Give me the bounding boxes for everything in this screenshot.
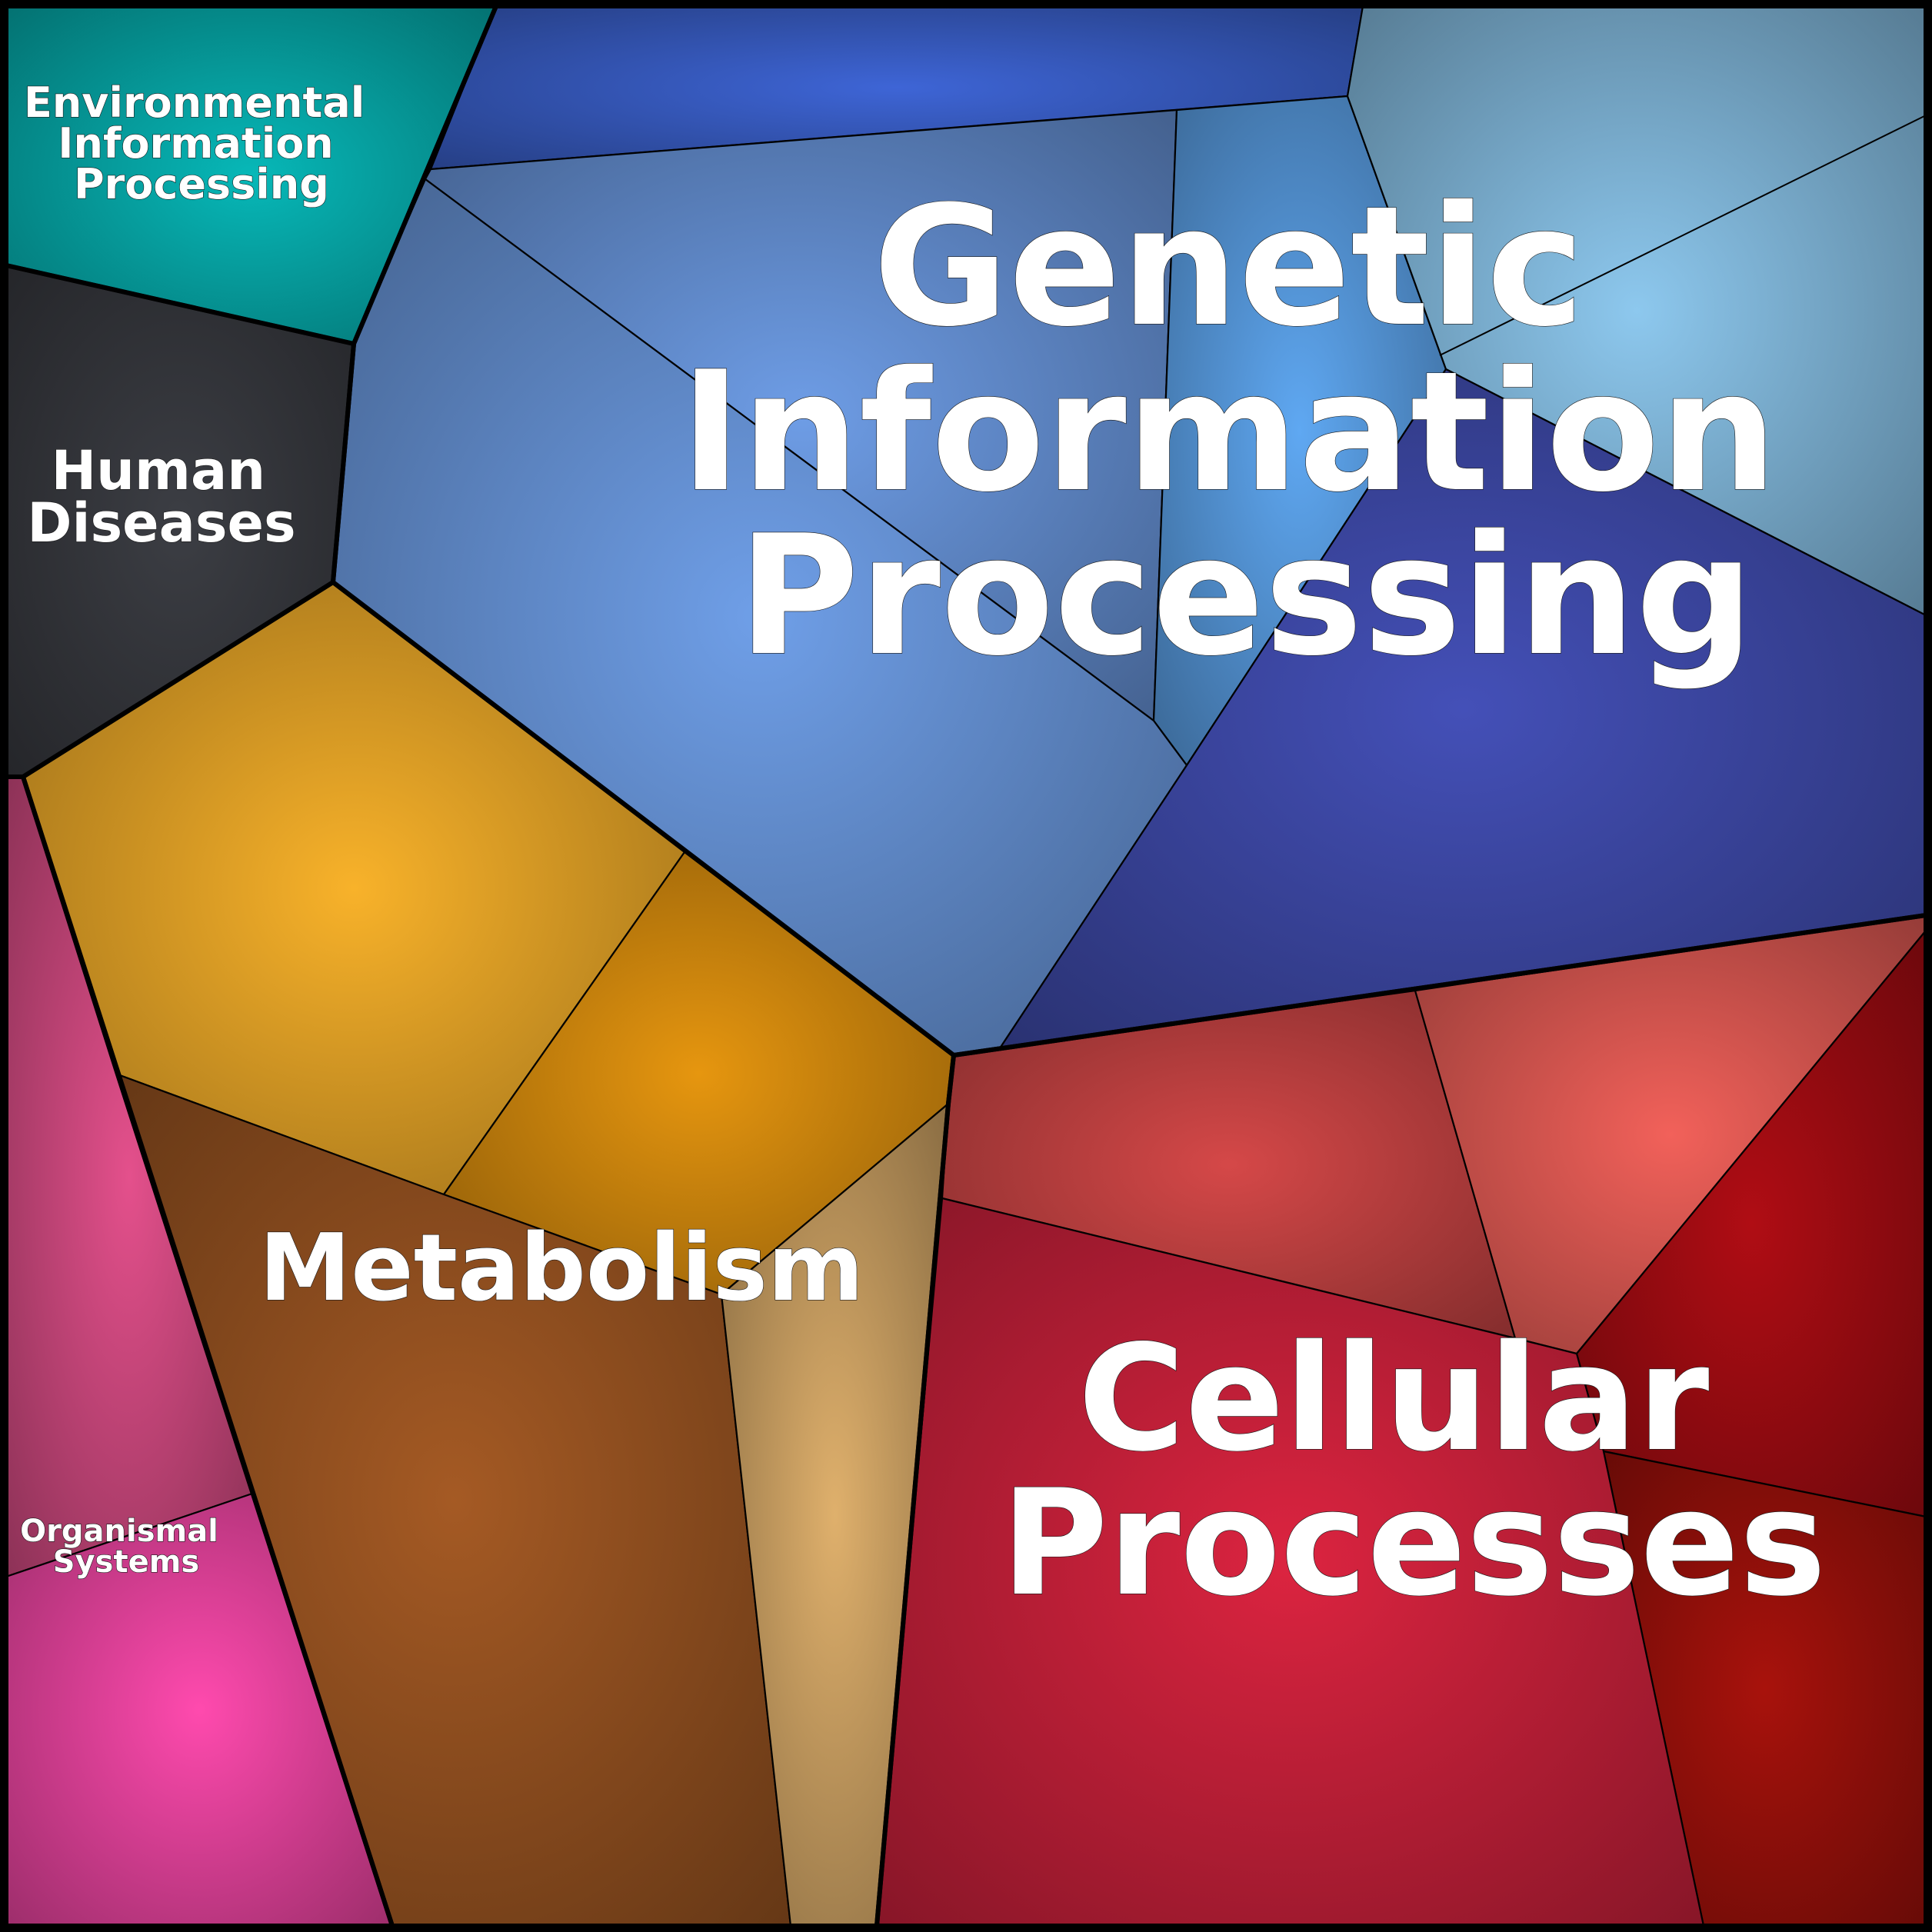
label-organismal: Organismal Systems — [20, 1514, 229, 1580]
group-metabolism — [22, 581, 955, 1927]
label-metabolism-line-1: Metabolism — [259, 1215, 864, 1322]
group-cellular — [875, 914, 1927, 1927]
label-human-line-2: Diseases — [27, 491, 295, 555]
label-environmental-line-1: Environmental — [24, 78, 365, 127]
label-human: Human Diseases — [27, 439, 295, 555]
label-environmental-line-3: Processing — [74, 160, 329, 208]
label-genetic-line-2: Information — [680, 335, 1777, 528]
label-genetic: Genetic Information Processing — [680, 170, 1835, 692]
label-genetic-line-3: Processing — [738, 499, 1754, 692]
label-environmental: Environmental Information Processing — [24, 78, 379, 208]
label-metabolism: Metabolism — [259, 1215, 864, 1322]
genetic-inner-divider — [1439, 115, 1927, 356]
label-cellular-line-2: Processes — [1001, 1458, 1826, 1628]
group-labels: Genetic Information Processing Cellular … — [20, 78, 1835, 1629]
label-genetic-line-1: Genetic — [873, 170, 1584, 363]
group-genetic — [331, 5, 1927, 1057]
label-cellular-line-1: Cellular — [1078, 1314, 1709, 1484]
label-organismal-line-2: Systems — [53, 1544, 199, 1580]
label-environmental-line-2: Information — [58, 119, 333, 168]
label-human-line-1: Human — [52, 439, 265, 502]
label-cellular: Cellular Processes — [1001, 1314, 1826, 1628]
label-organismal-line-1: Organismal — [20, 1514, 218, 1549]
